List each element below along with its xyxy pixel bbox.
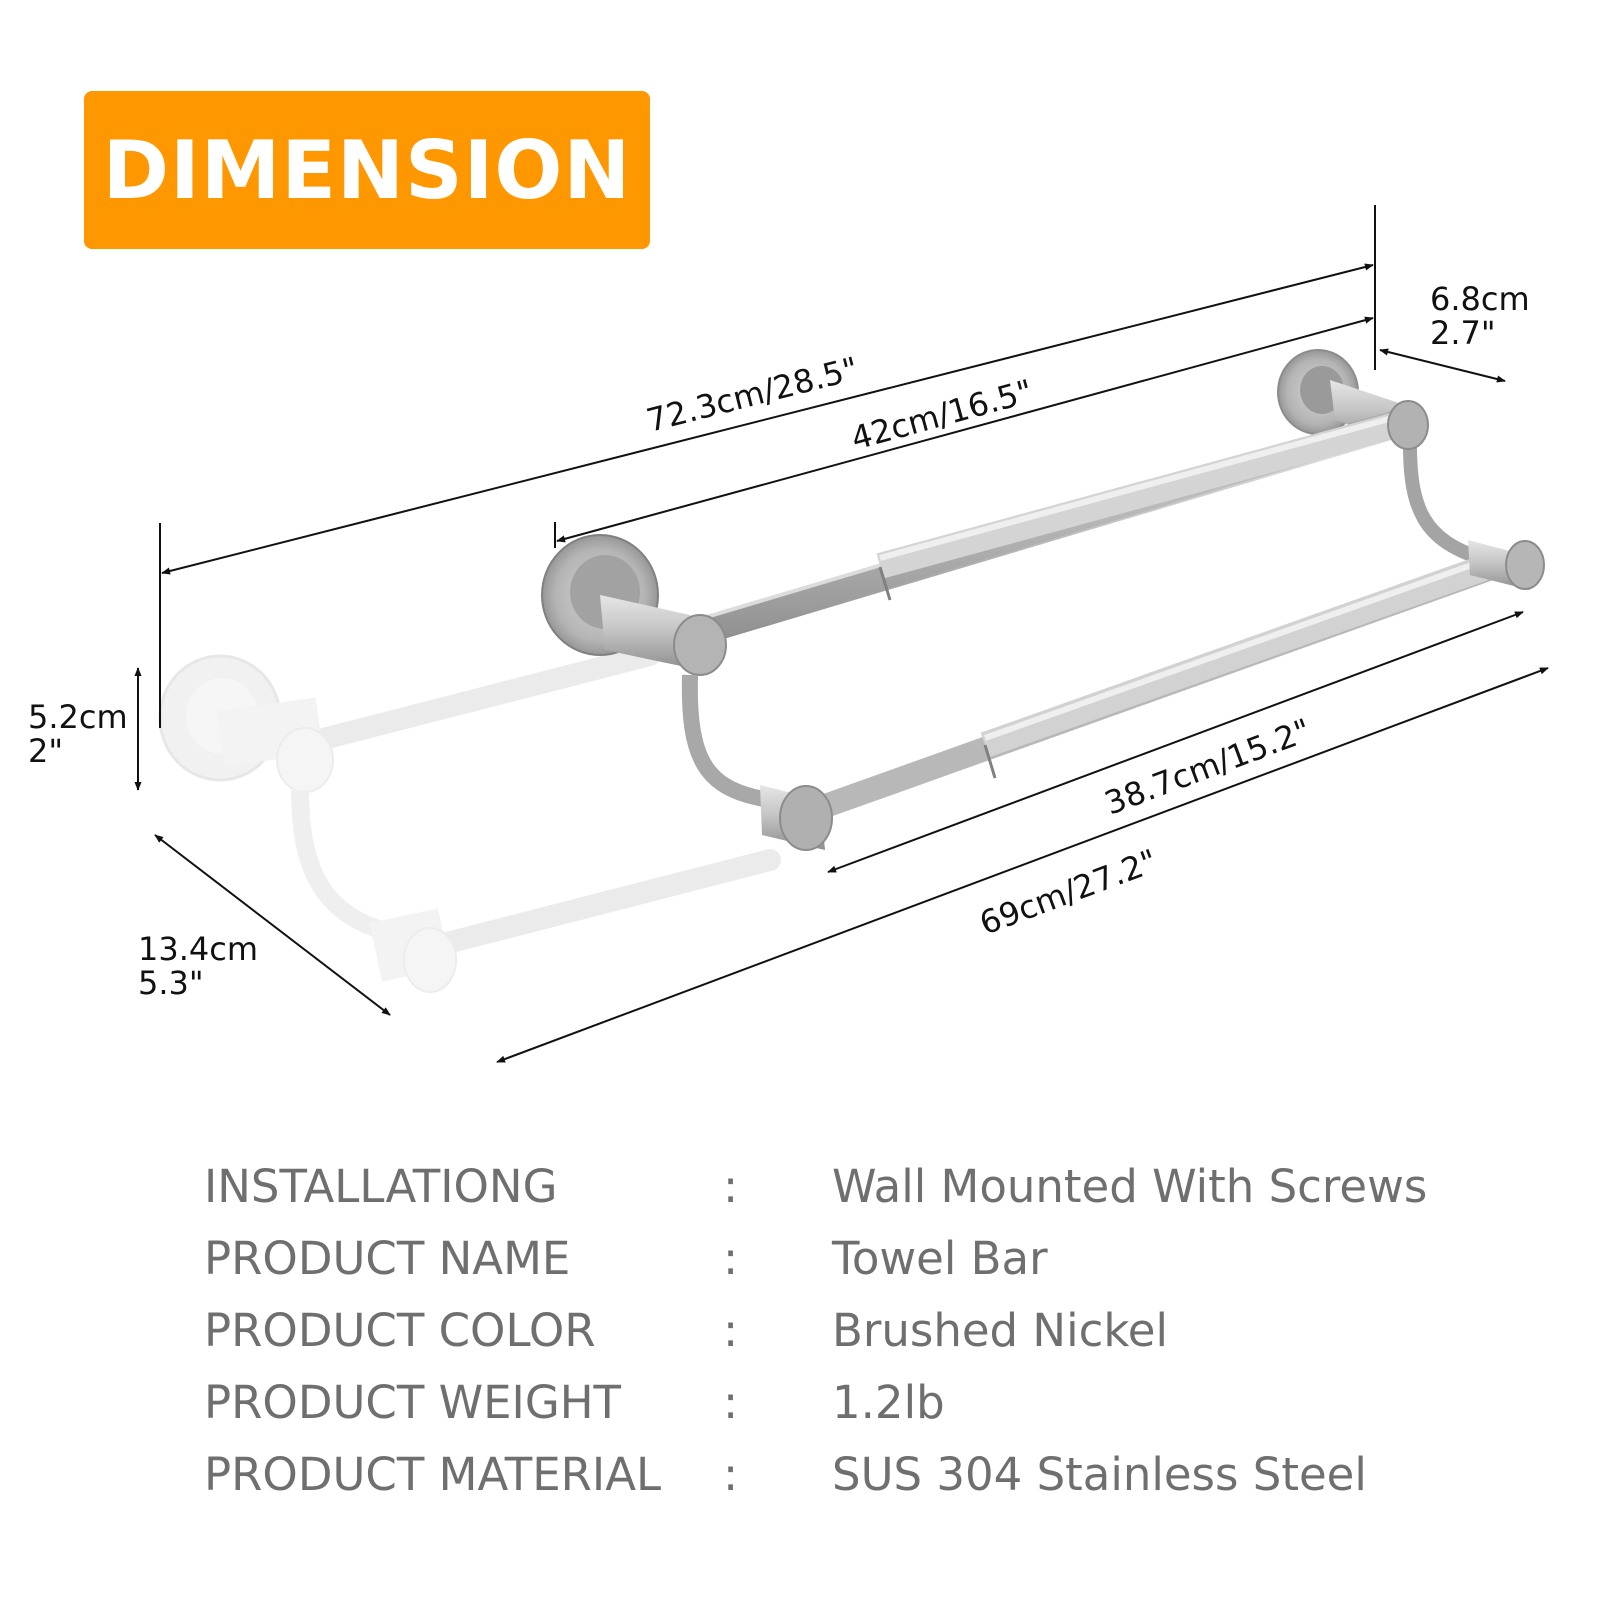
spec-row-installation: INSTALLATIONG : Wall Mounted With Screws (0, 1160, 1600, 1230)
bottom-bar-length-arrow (827, 611, 1524, 873)
right-bottom-cap (1505, 540, 1545, 590)
spec-value: 1.2lb (832, 1376, 945, 1429)
spec-row-product-name: PRODUCT NAME : Towel Bar (0, 1232, 1600, 1302)
right-top-cap (1387, 400, 1429, 450)
depth-top-in-label: 2.7" (1430, 314, 1496, 352)
ghost-top-cap (276, 727, 334, 793)
height-in-label: 2" (28, 732, 63, 770)
spec-colon: : (723, 1304, 739, 1357)
right-arm (1403, 444, 1483, 565)
spec-row-product-color: PRODUCT COLOR : Brushed Nickel (0, 1304, 1600, 1374)
dimension-badge: DIMENSION (84, 91, 650, 249)
towel-bar-diagram: 72.3cm/28.5" 42cm/16.5" 6.8cm 2.7" 5.2cm… (28, 205, 1549, 1063)
spec-value: Brushed Nickel (832, 1304, 1168, 1357)
spec-colon: : (723, 1376, 739, 1429)
top-bar-length-arrow (556, 316, 1374, 543)
spec-row-product-weight: PRODUCT WEIGHT : 1.2lb (0, 1376, 1600, 1446)
spec-label: PRODUCT NAME (204, 1232, 571, 1285)
overall-bottom-length-arrow (496, 667, 1549, 1063)
spec-label: PRODUCT COLOR (204, 1304, 596, 1357)
left-arm (681, 674, 772, 808)
ghost-top-bar (289, 644, 661, 756)
total-length-label: 72.3cm/28.5" (643, 349, 862, 439)
spec-colon: : (723, 1232, 739, 1285)
depth-arrow (154, 834, 391, 1016)
spec-label: PRODUCT WEIGHT (204, 1376, 622, 1429)
depth-top-arrow (1379, 348, 1506, 383)
spec-value: SUS 304 Stainless Steel (832, 1448, 1367, 1501)
left-bottom-cap (779, 785, 833, 851)
spec-colon: : (723, 1160, 739, 1213)
spec-value: Towel Bar (832, 1232, 1048, 1285)
spec-label: INSTALLATIONG (204, 1160, 558, 1213)
spec-value: Wall Mounted With Screws (832, 1160, 1428, 1213)
spec-row-product-material: PRODUCT MATERIAL : SUS 304 Stainless Ste… (0, 1448, 1600, 1518)
ghost-bottom-bar (409, 849, 781, 961)
spec-colon: : (723, 1448, 739, 1501)
total-length-arrow (161, 263, 1374, 575)
overall-bottom-length-label: 69cm/27.2" (974, 842, 1162, 943)
left-top-cap (673, 614, 727, 676)
depth-cm-label: 13.4cm (138, 930, 258, 968)
depth-in-label: 5.3" (138, 964, 204, 1002)
ghost-bottom-cap (403, 927, 457, 993)
dimension-title: DIMENSION (102, 123, 632, 217)
height-cm-label: 5.2cm (28, 698, 128, 736)
dimension-lines (134, 205, 1549, 1063)
top-bar-length-label: 42cm/16.5" (847, 372, 1037, 458)
spec-label: PRODUCT MATERIAL (204, 1448, 662, 1501)
ghost-arm (291, 789, 402, 944)
depth-top-cm-label: 6.8cm (1430, 280, 1530, 318)
